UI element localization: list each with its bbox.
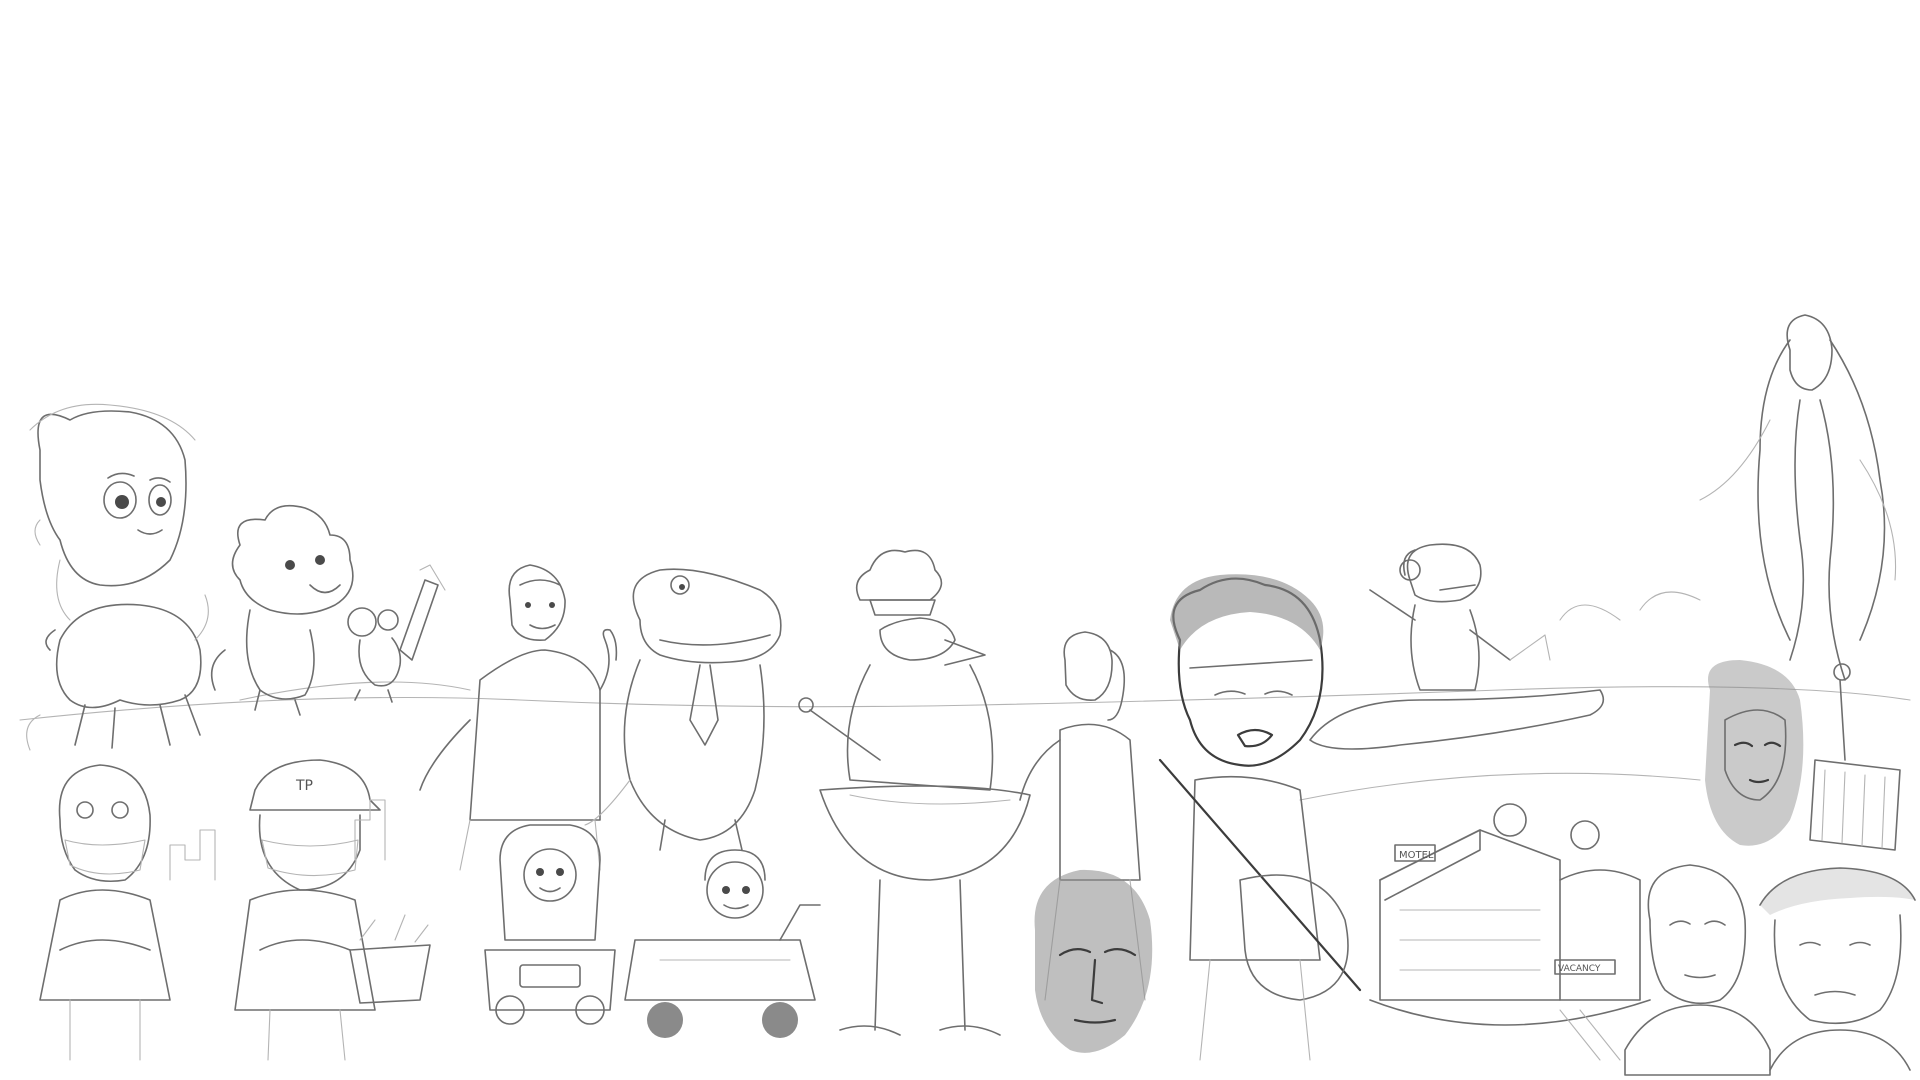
lion-sketch: [210, 504, 354, 716]
kid-in-go-kart-sketch: [624, 849, 821, 1038]
mouse-with-bag-sketch: [347, 564, 446, 703]
girl-with-cap-and-mask-sketch: TP: [234, 759, 381, 1061]
bald-man-portrait-sketch: [1034, 869, 1153, 1053]
ground-lines: [19, 681, 1911, 801]
cap-letters-text: TP: [295, 778, 313, 794]
girl-face-sketch: [29, 403, 196, 621]
crocodile-with-tie-sketch: [584, 568, 782, 851]
basket-sketch: [349, 914, 431, 1004]
kid-in-wheelchair-sketch: [484, 824, 616, 1025]
city-skyline-sketch: [169, 799, 386, 881]
long-haired-woman-sketch: [1559, 314, 1897, 681]
man-portrait-right-sketch: [1759, 867, 1916, 1071]
guitarist-sketch: [1158, 574, 1362, 1061]
man-portrait-left-sketch: [1624, 864, 1771, 1076]
bull-sketch: [26, 594, 209, 751]
broom-sketch: [1809, 663, 1901, 851]
motel-building-sketch: MOTEL VACANCY: [1369, 803, 1651, 1061]
vacancy-sign-text: VACANCY: [1558, 964, 1601, 974]
boy-with-mask-sketch: [39, 764, 171, 1061]
motel-sign-text: MOTEL: [1399, 850, 1434, 861]
eagle-chef-sketch: [798, 549, 1031, 1036]
dinosaur-snowboarder-sketch: [1309, 543, 1605, 750]
woman-face-portrait-sketch: [1705, 660, 1804, 846]
